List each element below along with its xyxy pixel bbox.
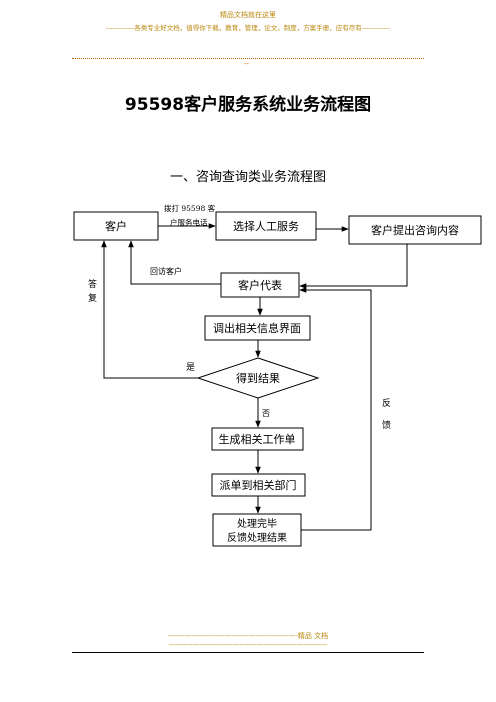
call-label-line2: 户服务电话 [170, 217, 208, 227]
select-manual-box [215, 211, 317, 241]
feedback-label-line1: 反 [382, 398, 391, 409]
header-divider [72, 58, 424, 59]
page-title: 95598客户服务系统业务流程图 [124, 95, 372, 115]
feedback-label-line2: 馈 [382, 419, 391, 431]
open-ui-text: 调出相关信息界面 [213, 321, 301, 335]
done-text-line2: 反馈处理结果 [227, 531, 287, 544]
footer-banner: ----------------------------------------… [167, 632, 329, 640]
arrow-submit-to-rep [299, 244, 408, 289]
arrow-yes-to-customer [101, 240, 198, 379]
no-label: 否 [262, 409, 270, 418]
got-result-text: 得到结果 [236, 372, 280, 385]
callback-label: 回访客户 [150, 266, 182, 276]
rep-text: 客户代表 [238, 278, 282, 292]
call-label-line1: 拨打 95598 客 [164, 203, 216, 213]
header-tagline: -------------各类专业好文档，值得你下载，教育，管理，论文，制度，方… [105, 24, 391, 32]
customer-box [73, 211, 159, 241]
answer-label-line1: 答 [88, 278, 97, 290]
submit-query-text: 客户提出咨询内容 [371, 223, 459, 237]
footer-dashes: ----------------------------------------… [168, 641, 328, 649]
arrow-feedback-to-rep [299, 287, 372, 531]
done-text-line1: 处理完毕 [237, 517, 277, 530]
footer-divider [72, 652, 424, 653]
header-tail: -- [244, 60, 250, 68]
gen-ticket-text: 生成相关工作单 [219, 432, 296, 446]
arrow-rep-callback [128, 240, 221, 285]
submit-query-box [348, 215, 482, 245]
answer-label-line2: 复 [88, 292, 97, 304]
customer-text: 客户 [105, 219, 127, 233]
header-banner: 精品文档就在这里 [220, 11, 276, 19]
section-title: 一、咨询查询类业务流程图 [169, 170, 326, 185]
yes-label: 是 [186, 362, 195, 373]
dispatch-text: 派单到相关部门 [220, 478, 297, 492]
done-box [212, 513, 302, 547]
select-manual-text: 选择人工服务 [233, 219, 299, 233]
